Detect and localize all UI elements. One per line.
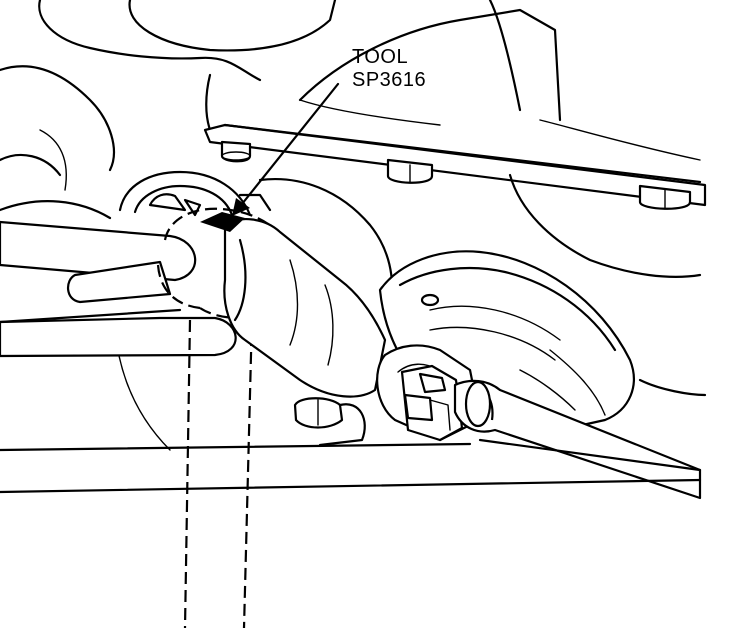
tool-callout-label: TOOL SP3616 <box>352 46 426 92</box>
callout-line-1: TOOL <box>352 46 409 68</box>
extension-bar <box>453 379 702 500</box>
frame-rails <box>0 438 702 494</box>
upper-housing <box>0 0 337 263</box>
bolt-3 <box>638 184 692 210</box>
linkage-rods <box>0 220 237 358</box>
flange-bolts <box>220 140 692 210</box>
bolt-2 <box>386 158 434 184</box>
callout-line-2: SP3616 <box>352 69 427 91</box>
castle-nut <box>400 364 464 442</box>
tie-rod-body <box>223 218 387 398</box>
callout-leader <box>232 82 340 216</box>
bolt-1 <box>220 140 252 163</box>
transmission-flange <box>203 0 707 207</box>
tool-grip-band <box>200 212 245 232</box>
lower-bolt <box>293 397 366 447</box>
